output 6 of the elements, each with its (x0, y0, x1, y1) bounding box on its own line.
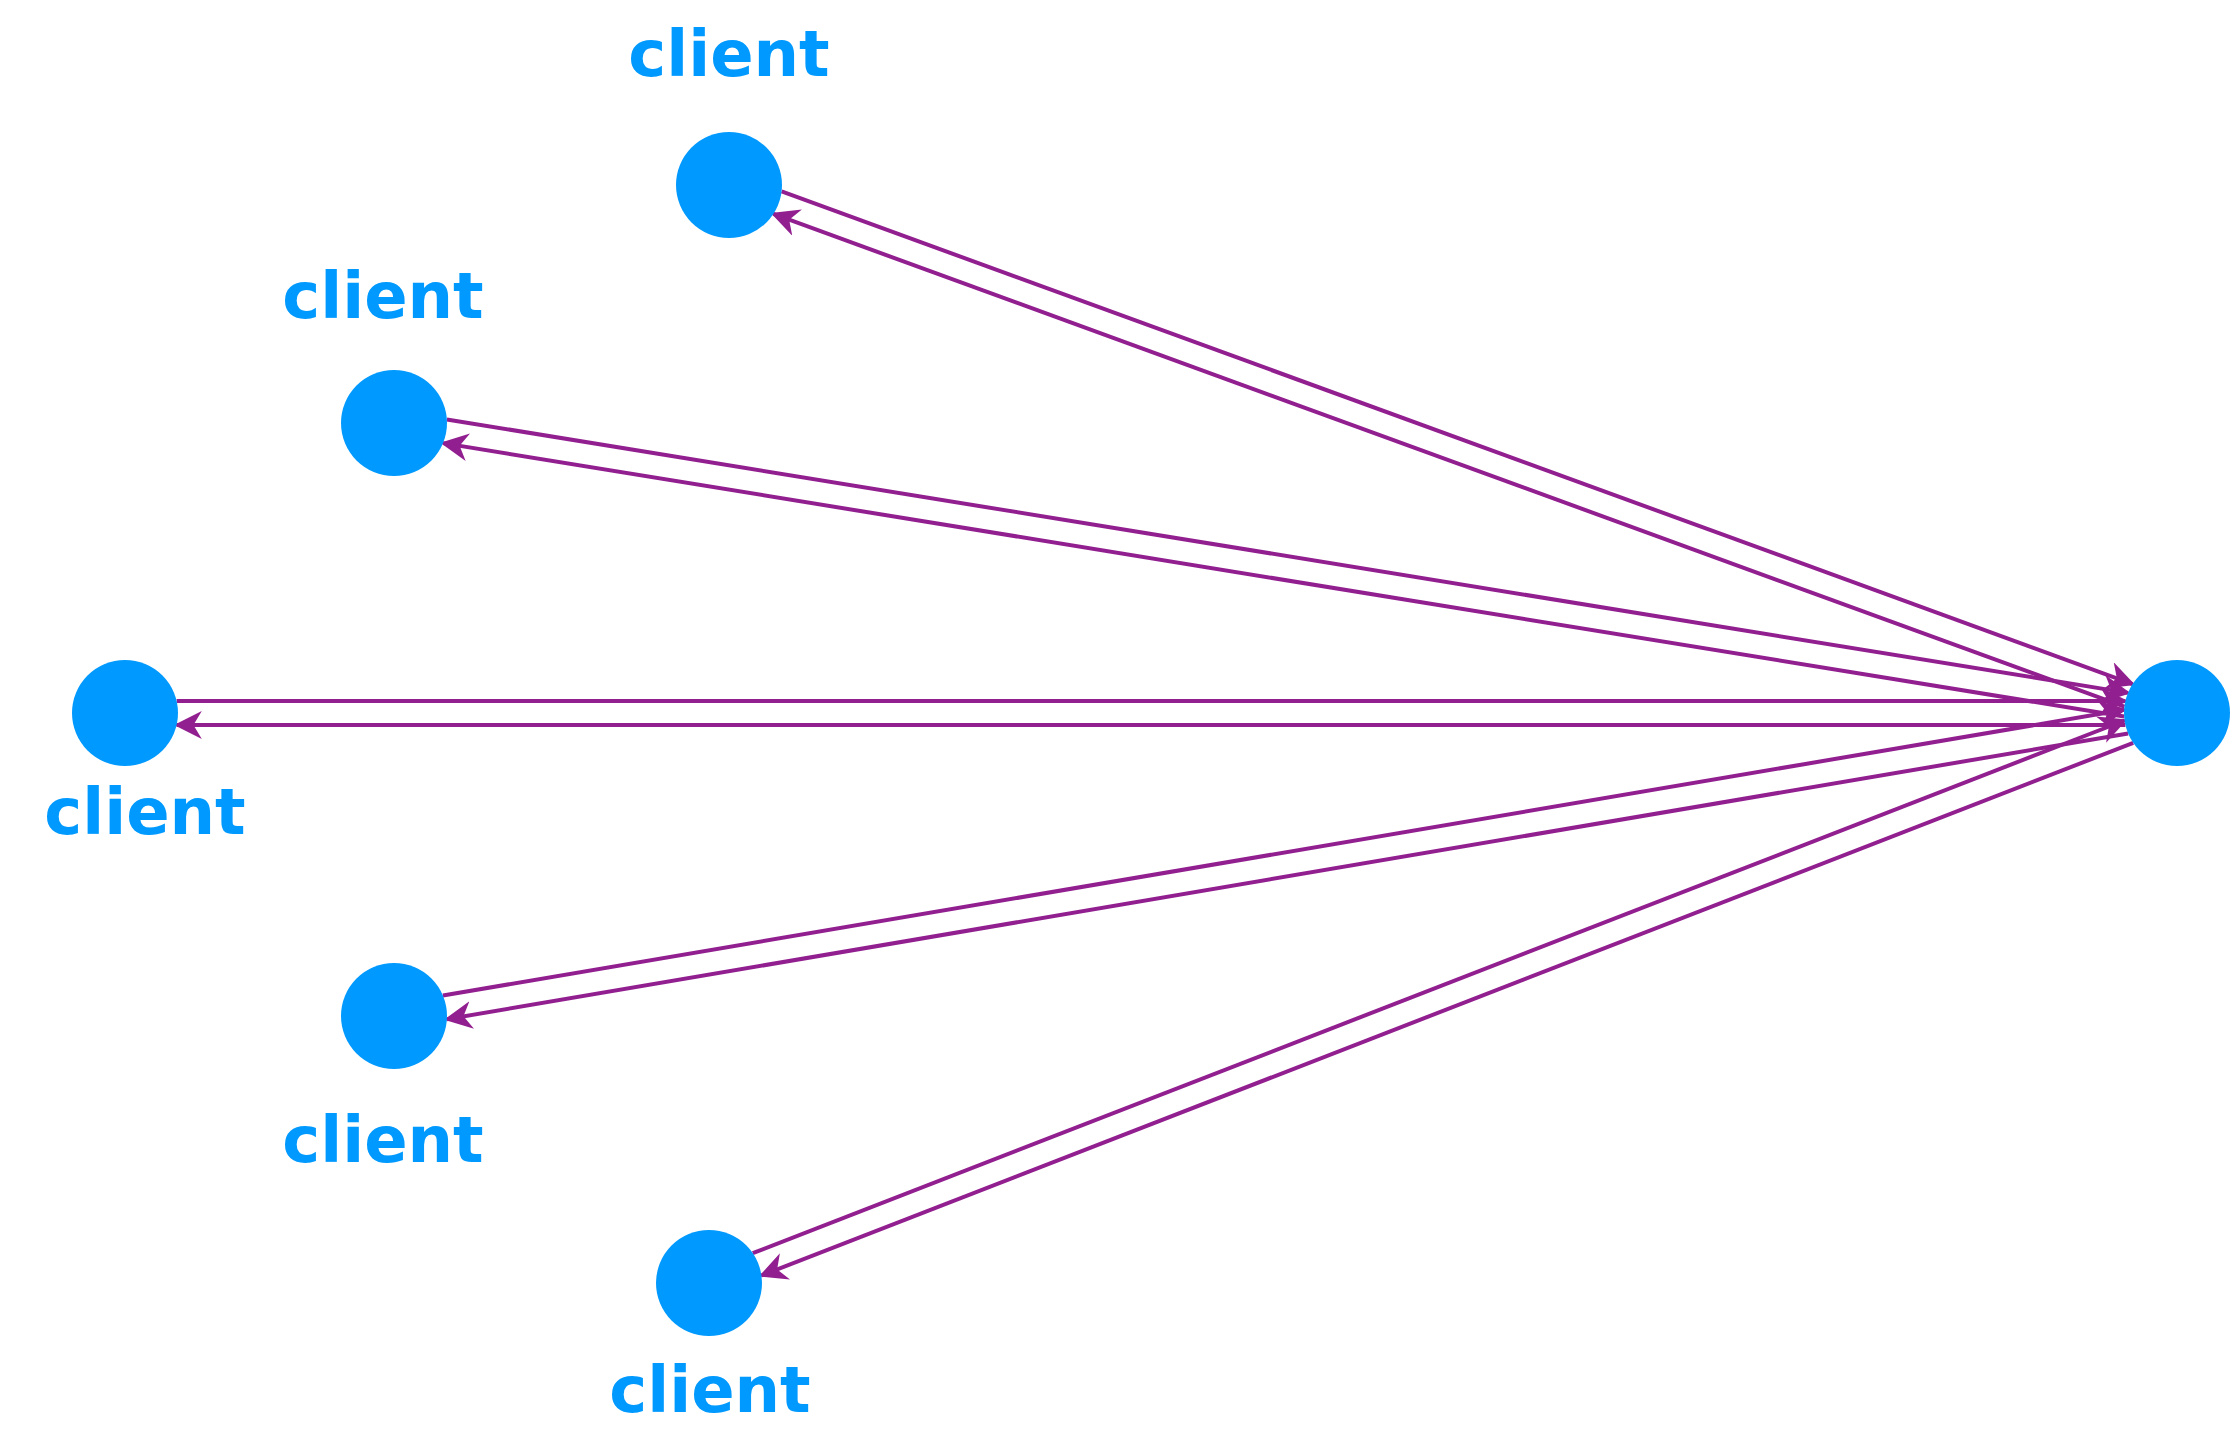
node-label: client (282, 1108, 484, 1172)
node-label: client (282, 264, 484, 328)
node-label: client (628, 22, 830, 86)
node-label: client (609, 1358, 811, 1422)
node-label: client (44, 780, 246, 844)
arrow (444, 731, 2129, 1029)
